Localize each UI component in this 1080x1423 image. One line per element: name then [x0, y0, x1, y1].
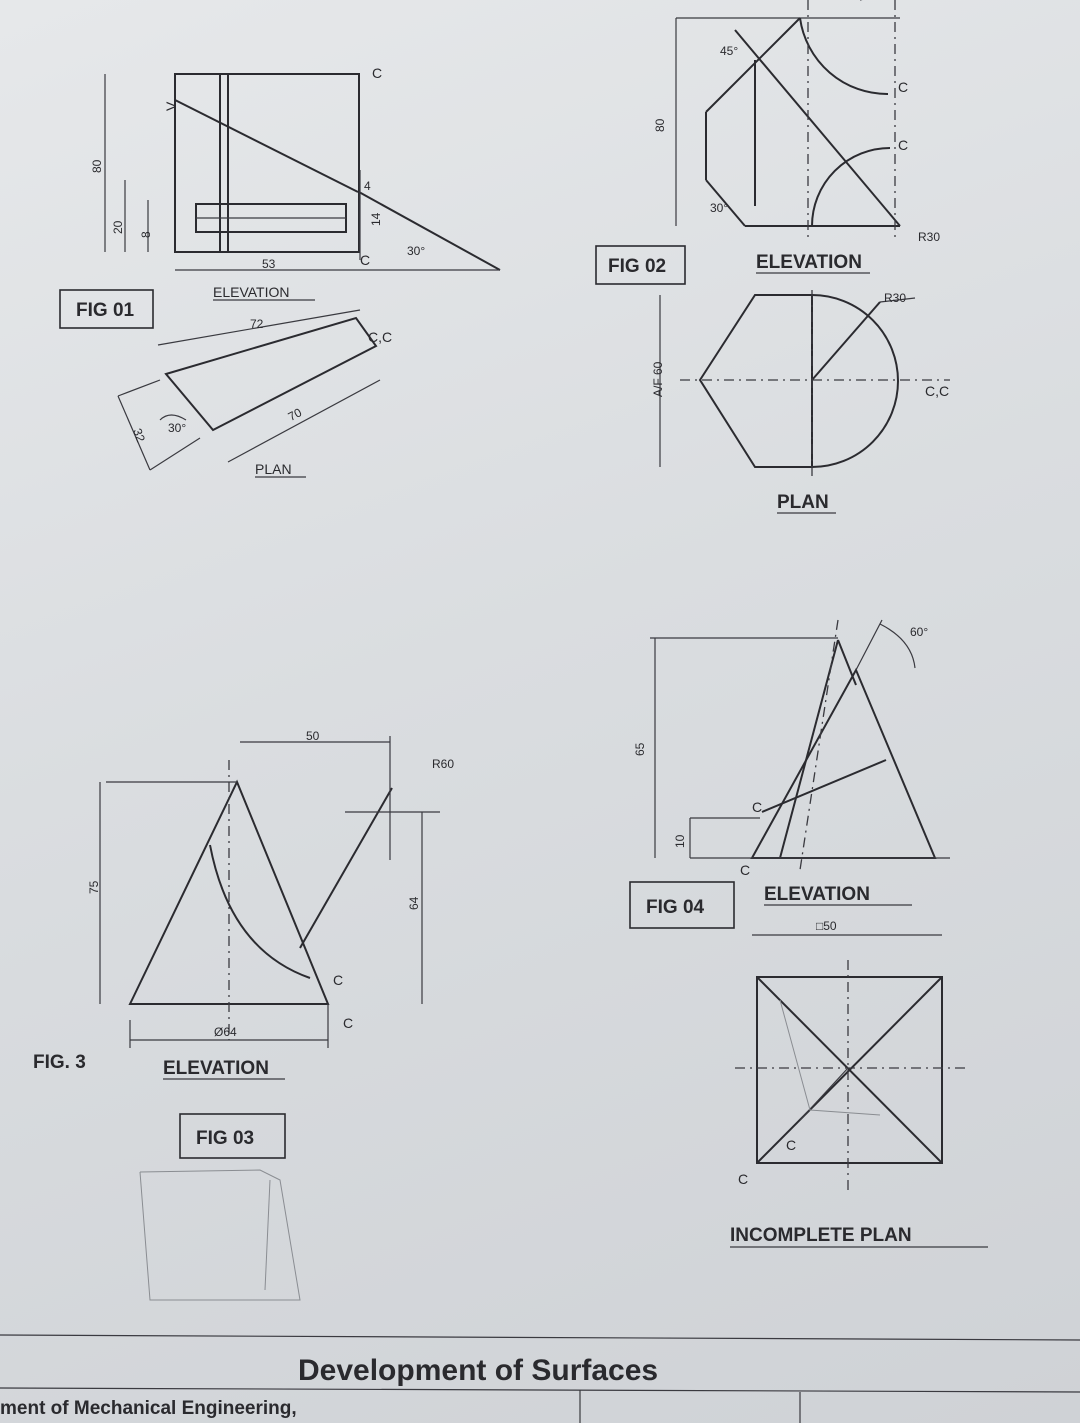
fig04-cut-4: C — [738, 1171, 748, 1187]
fig02-dim-80: 80 — [653, 118, 667, 132]
fig04-dim-square: □50 — [816, 919, 837, 933]
fig03-elevation — [99, 736, 440, 1048]
fig04-elevation — [650, 619, 950, 871]
fig04-label-box — [629, 881, 735, 929]
fig01-plan-title: PLAN — [255, 461, 292, 477]
fig01-dim-70: 70 — [286, 405, 305, 424]
fig03-label-box — [179, 1113, 286, 1159]
fig03-dim-50: 50 — [306, 729, 320, 743]
fig01-angle-30-plan: 30° — [168, 421, 186, 435]
fig03-dim-75: 75 — [87, 880, 101, 894]
fig03-elevation-title: ELEVATION — [163, 1058, 269, 1079]
fig04-angle-60: 60° — [910, 625, 928, 639]
fig03-dim-diameter: Ø64 — [214, 1025, 237, 1039]
document-title: Development of Surfaces — [298, 1354, 658, 1387]
fig02-plan-cc: C,C — [925, 383, 949, 399]
fig01-label-box — [59, 289, 154, 329]
fig01-label: FIG 01 — [76, 300, 135, 321]
title-block — [0, 1334, 1080, 1423]
fig04-label: FIG 04 — [646, 897, 705, 918]
fig01-dim-53: 53 — [262, 257, 276, 271]
fig01-plan — [117, 309, 381, 471]
fig04-plan — [735, 934, 970, 1190]
fig01-dim-32: 32 — [130, 427, 148, 445]
fig03-pencil-sketch — [139, 1169, 301, 1301]
fig01-dim-20: 20 — [111, 220, 125, 234]
fig02-elevation — [675, 0, 901, 240]
fig04-elevation-title: ELEVATION — [764, 884, 870, 905]
fig01-cut-bottom: C — [360, 252, 370, 268]
fig04-cut-3: C — [786, 1137, 796, 1153]
fig01-dim-4: 4 — [364, 179, 371, 193]
fig03-dim-64: 64 — [407, 896, 421, 910]
fig01-elevation — [104, 73, 501, 271]
fig03-caption: FIG. 3 — [33, 1052, 86, 1073]
fig03-label: FIG 03 — [196, 1128, 254, 1149]
fig04-cut-2: C — [740, 862, 750, 878]
fig02-elevation-title: ELEVATION — [756, 252, 862, 273]
fig02-angle-45: 45° — [720, 44, 738, 58]
fig03-cut-2: C — [343, 1015, 353, 1031]
fig01-label-v: V — [163, 101, 179, 111]
fig02-dim-af60: A/F 60 — [651, 361, 665, 397]
fig02-plan — [659, 290, 950, 480]
fig02-cut-1: C — [898, 79, 908, 95]
fig01-dim-72: 72 — [250, 317, 264, 331]
fig02-plan-title: PLAN — [777, 492, 829, 513]
fig01-dim-80: 80 — [90, 159, 104, 173]
fig04-dim-10: 10 — [673, 834, 687, 848]
fig02-radius-2: R30 — [884, 291, 906, 305]
fig02-angle-30: 30° — [710, 201, 728, 215]
fig01-dim-14: 14 — [369, 212, 383, 226]
fig02-cut-2: C — [898, 137, 908, 153]
fig01-cut-top: C — [372, 65, 382, 81]
fig01-dim-8: 8 — [139, 231, 153, 238]
fig04-dim-65: 65 — [633, 742, 647, 756]
fig03-cut-1: C — [333, 972, 343, 988]
department-name: ment of Mechanical Engineering, — [0, 1398, 297, 1419]
fig01-plan-cc: C,C — [368, 329, 392, 345]
fig02-radius-1: R30 — [918, 230, 940, 244]
fig01-elevation-title: ELEVATION — [213, 284, 290, 300]
fig02-label: FIG 02 — [608, 256, 666, 277]
fig04-plan-title: INCOMPLETE PLAN — [730, 1225, 912, 1246]
fig01-angle-30: 30° — [407, 244, 425, 258]
fig04-cut-1: C — [752, 799, 762, 815]
fig03-radius-60: R60 — [432, 757, 454, 771]
fig02-label-box — [595, 245, 686, 285]
